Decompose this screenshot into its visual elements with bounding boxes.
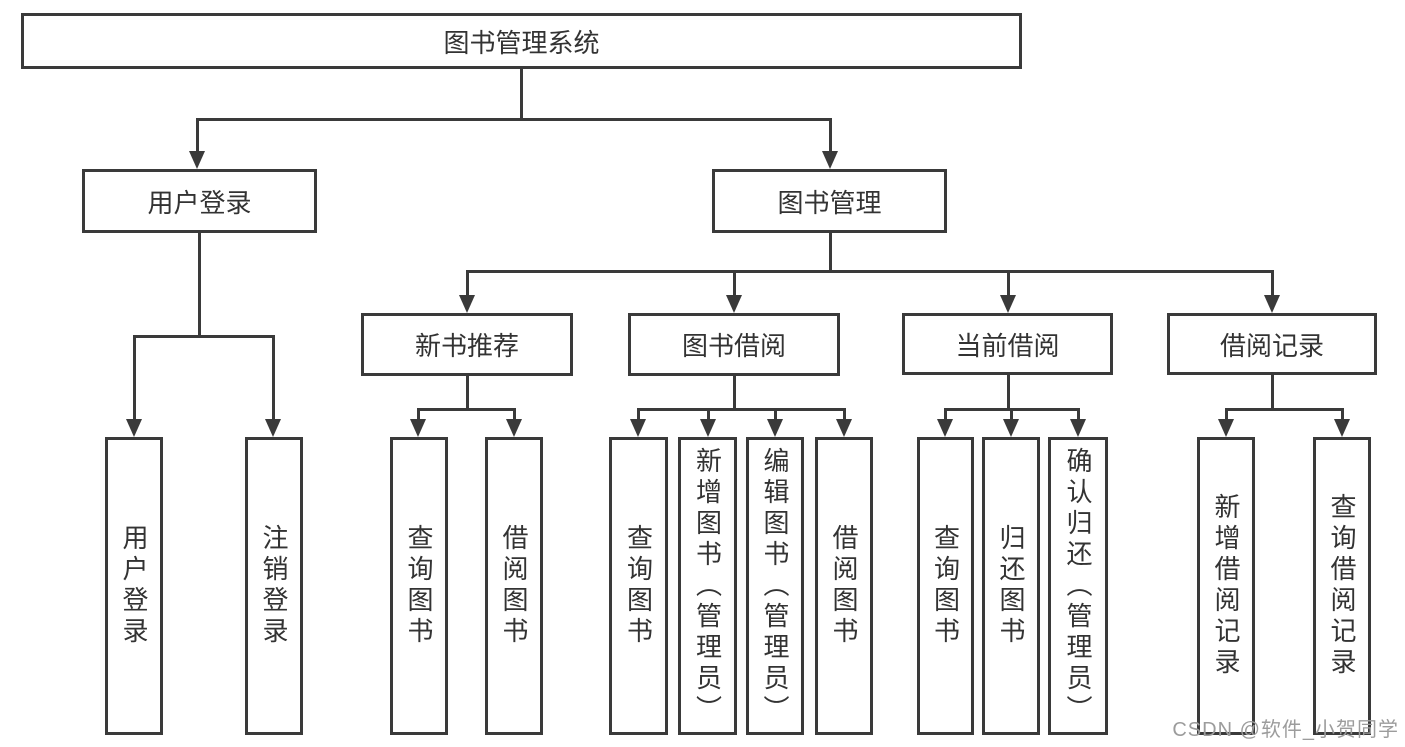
node-label: 用户登录 [147,187,252,218]
node-book-borrow: 图书借阅 [628,313,840,376]
arrow-down-icon [1264,295,1280,313]
node-label: 借阅图书 [499,524,529,648]
connector-line [466,376,469,411]
arrow-down-icon [1070,419,1086,437]
connector-line [1225,408,1344,411]
node-label: 借阅图书 [829,524,859,648]
connector-line [829,118,832,151]
leaf-current-return-book: 归还图书 [982,437,1040,735]
arrow-down-icon [1003,419,1019,437]
arrow-down-icon [630,419,646,437]
connector-line [1077,408,1080,419]
connector-line [417,408,516,411]
node-label: 用户登录 [119,524,149,648]
arrow-down-icon [700,419,716,437]
arrow-down-icon [1218,419,1234,437]
node-label: 注销登录 [259,524,289,648]
connector-line [133,335,136,419]
csdn-watermark: CSDN @软件_小贺同学 [1172,719,1399,741]
leaf-borrow-borrow-book: 借阅图书 [815,437,873,735]
connector-line [417,408,420,419]
leaf-current-query-book: 查询图书 [917,437,974,735]
leaf-newbook-query-book: 查询图书 [390,437,448,735]
connector-line [1271,375,1274,411]
connector-line [637,408,846,411]
node-label: 新增图书（管理员） [692,446,723,726]
arrow-down-icon [1334,419,1350,437]
node-label: 图书借阅 [681,331,786,361]
node-label: 图书管理 [777,187,882,218]
node-label: 图书管理系统 [443,27,600,58]
node-label: 查询借阅记录 [1327,493,1357,679]
arrow-down-icon [459,295,475,313]
connector-line [944,408,947,419]
leaf-user-login: 用户登录 [105,437,163,735]
leaf-logout: 注销登录 [245,437,303,735]
arrow-down-icon [126,419,142,437]
leaf-borrow-edit-book-admin: 编辑图书（管理员） [746,437,804,735]
connector-line [466,270,469,295]
arrow-down-icon [410,419,426,437]
connector-line [733,270,736,295]
node-user-login: 用户登录 [82,169,317,233]
connector-line [513,408,516,419]
connector-line [733,376,736,411]
arrow-down-icon [937,419,953,437]
node-label: 新书推荐 [414,331,519,361]
connector-line [196,118,831,121]
leaf-newbook-borrow-book: 借阅图书 [485,437,543,735]
connector-line [466,270,1274,273]
node-label: 查询图书 [623,524,654,648]
node-label: 确认归还（管理员） [1063,446,1093,726]
leaf-borrow-add-book-admin: 新增图书（管理员） [678,437,737,735]
connector-line [198,233,201,338]
node-borrow-record: 借阅记录 [1167,313,1377,375]
node-label: 归还图书 [996,524,1026,648]
connector-line [1010,408,1013,419]
connector-line [272,335,275,419]
connector-line [843,408,846,419]
node-new-book-recommend: 新书推荐 [361,313,573,376]
leaf-borrow-query-book: 查询图书 [609,437,668,735]
connector-line [1007,375,1010,411]
connector-line [774,408,777,419]
connector-line [829,233,832,273]
node-library-system: 图书管理系统 [21,13,1022,69]
node-label: 查询图书 [930,524,961,648]
arrow-down-icon [767,419,783,437]
node-book-management: 图书管理 [712,169,947,233]
node-label: 查询图书 [404,524,434,648]
arrow-down-icon [822,151,838,169]
connector-line [1007,270,1010,295]
connector-line [133,335,275,338]
connector-line [707,408,710,419]
connector-line [637,408,640,419]
leaf-record-add-borrow-record: 新增借阅记录 [1197,437,1255,735]
node-label: 编辑图书（管理员） [760,446,790,726]
arrow-down-icon [726,295,742,313]
arrow-down-icon [506,419,522,437]
node-label: 新增借阅记录 [1211,493,1241,679]
arrow-down-icon [265,419,281,437]
node-label: 当前借阅 [955,330,1060,361]
connector-line [1341,408,1344,419]
leaf-record-query-borrow-record: 查询借阅记录 [1313,437,1371,735]
arrow-down-icon [836,419,852,437]
connector-line [520,69,523,121]
arrow-down-icon [189,151,205,169]
connector-line [1225,408,1228,419]
connector-line [1271,270,1274,295]
node-label: 借阅记录 [1219,330,1324,361]
arrow-down-icon [1000,295,1016,313]
leaf-current-confirm-return-admin: 确认归还（管理员） [1048,437,1108,735]
node-current-borrow: 当前借阅 [902,313,1113,375]
connector-line [196,118,199,151]
